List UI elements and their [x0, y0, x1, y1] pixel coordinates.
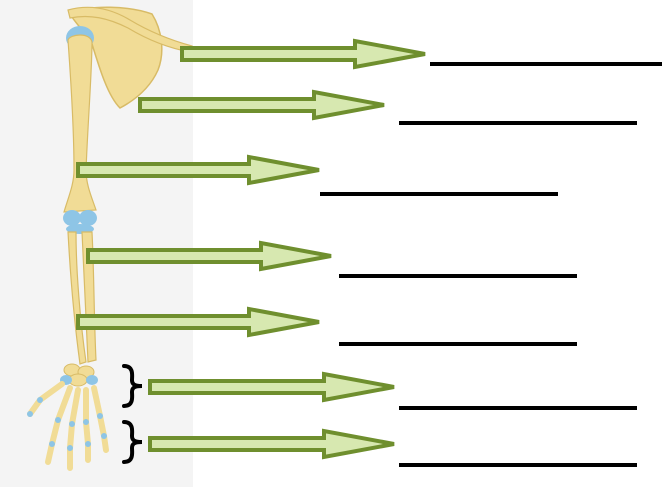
elbow-cartilage-right: [79, 210, 97, 226]
answer-blank-6[interactable]: [399, 406, 637, 410]
answer-blank-3[interactable]: [320, 192, 558, 196]
answer-blank-4[interactable]: [339, 274, 577, 278]
pointer-arrow-3: [78, 157, 319, 183]
pointer-arrow-2: [140, 92, 384, 118]
pointer-arrow-6: [150, 374, 394, 400]
pointer-arrow-4: [88, 243, 331, 269]
humerus-bone: [64, 35, 96, 212]
answer-blank-1[interactable]: [430, 62, 662, 66]
answer-blank-7[interactable]: [399, 463, 637, 467]
answer-blank-5[interactable]: [339, 342, 577, 346]
elbow-cartilage-left: [63, 210, 81, 226]
bracket-carpals: [124, 366, 142, 406]
pointer-arrow-7: [150, 431, 394, 457]
carpal-bones: [60, 364, 98, 386]
hand-bones: [27, 384, 107, 468]
pointer-arrow-5: [78, 309, 319, 335]
pointer-arrow-1: [182, 41, 425, 67]
answer-blank-2[interactable]: [399, 121, 637, 125]
pointer-arrows: [78, 41, 425, 457]
bracket-hand: [124, 422, 142, 462]
